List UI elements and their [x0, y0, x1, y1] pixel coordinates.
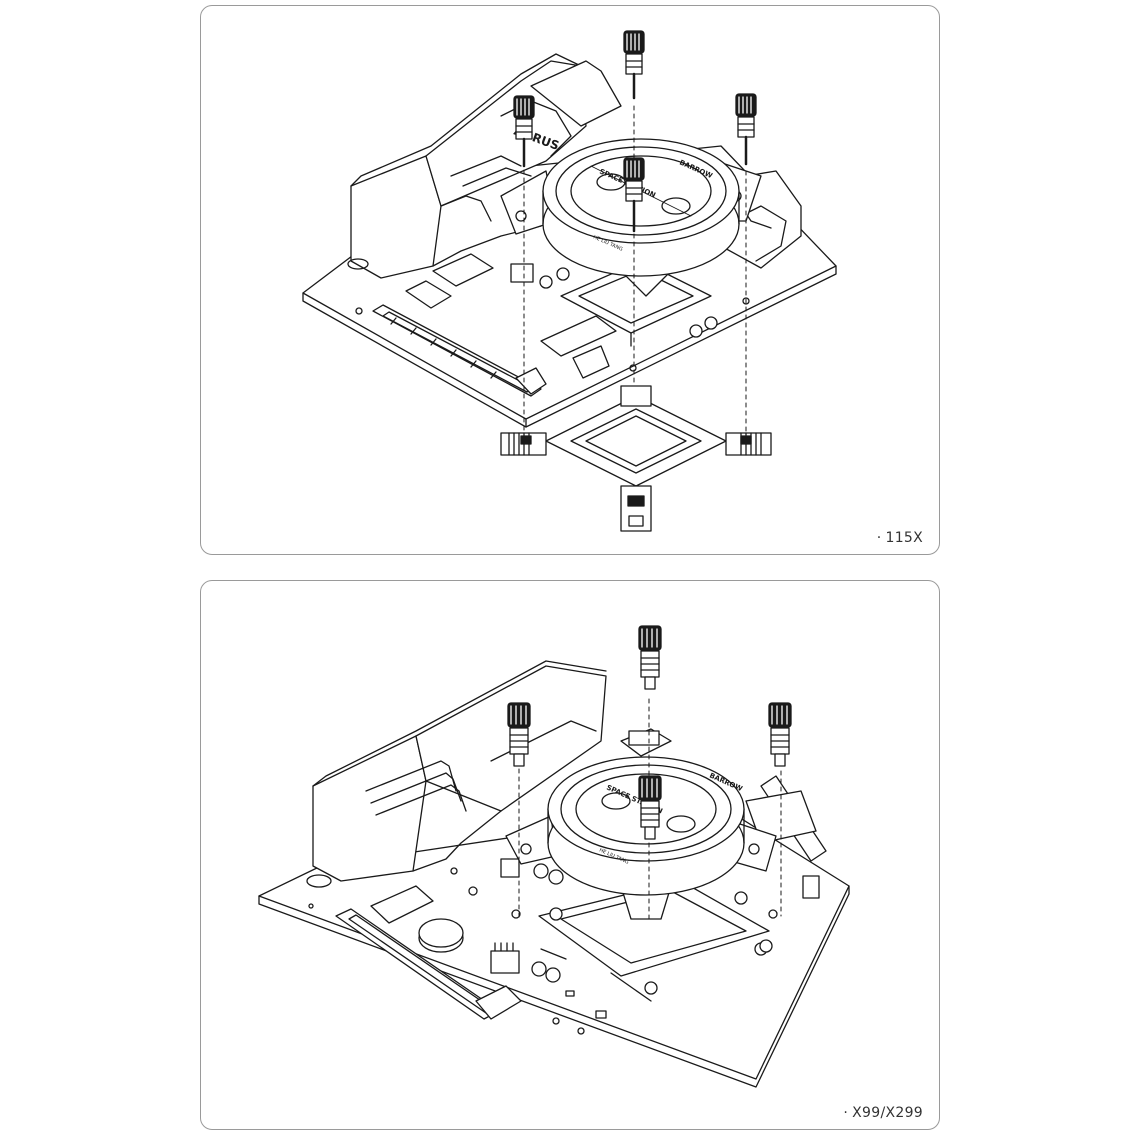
board-connectors — [308, 858, 820, 1035]
io-shroud — [347, 53, 622, 279]
caption-115x: ·115X — [876, 530, 923, 546]
pcie-slot — [372, 304, 547, 397]
vrm-heatsink — [745, 775, 827, 862]
backplate — [500, 385, 772, 532]
caption-x99-x299: ·X99/X299 — [843, 1105, 923, 1121]
screw-left — [507, 702, 531, 767]
screw-right — [735, 93, 757, 166]
caption-x99-x299-text: X99/X299 — [852, 1105, 923, 1121]
screw-right — [768, 702, 792, 767]
screw-center — [638, 775, 662, 840]
power-connector — [620, 728, 672, 757]
cpu-socket — [511, 880, 778, 1002]
screw-top-center — [623, 30, 645, 100]
screw-top-center — [638, 625, 662, 690]
alignment-lines — [518, 698, 782, 920]
board-connectors — [355, 253, 750, 379]
screw-left — [513, 95, 535, 168]
pcie-slot — [335, 908, 522, 1020]
install-diagram-x99-x299: SPACE STATION BARROW HE LIU TANG — [258, 625, 850, 1088]
caption-115x-text: 115X — [885, 530, 923, 546]
install-diagram-115x: SPACE STATION BARROW HE LIU TANG AORUS — [302, 30, 837, 532]
screw-center — [623, 157, 645, 233]
diagram-panel-115x: SPACE STATION BARROW HE LIU TANG AORUS — [200, 5, 940, 555]
diagram-panel-x99-x299: SPACE STATION BARROW HE LIU TANG — [200, 580, 940, 1130]
